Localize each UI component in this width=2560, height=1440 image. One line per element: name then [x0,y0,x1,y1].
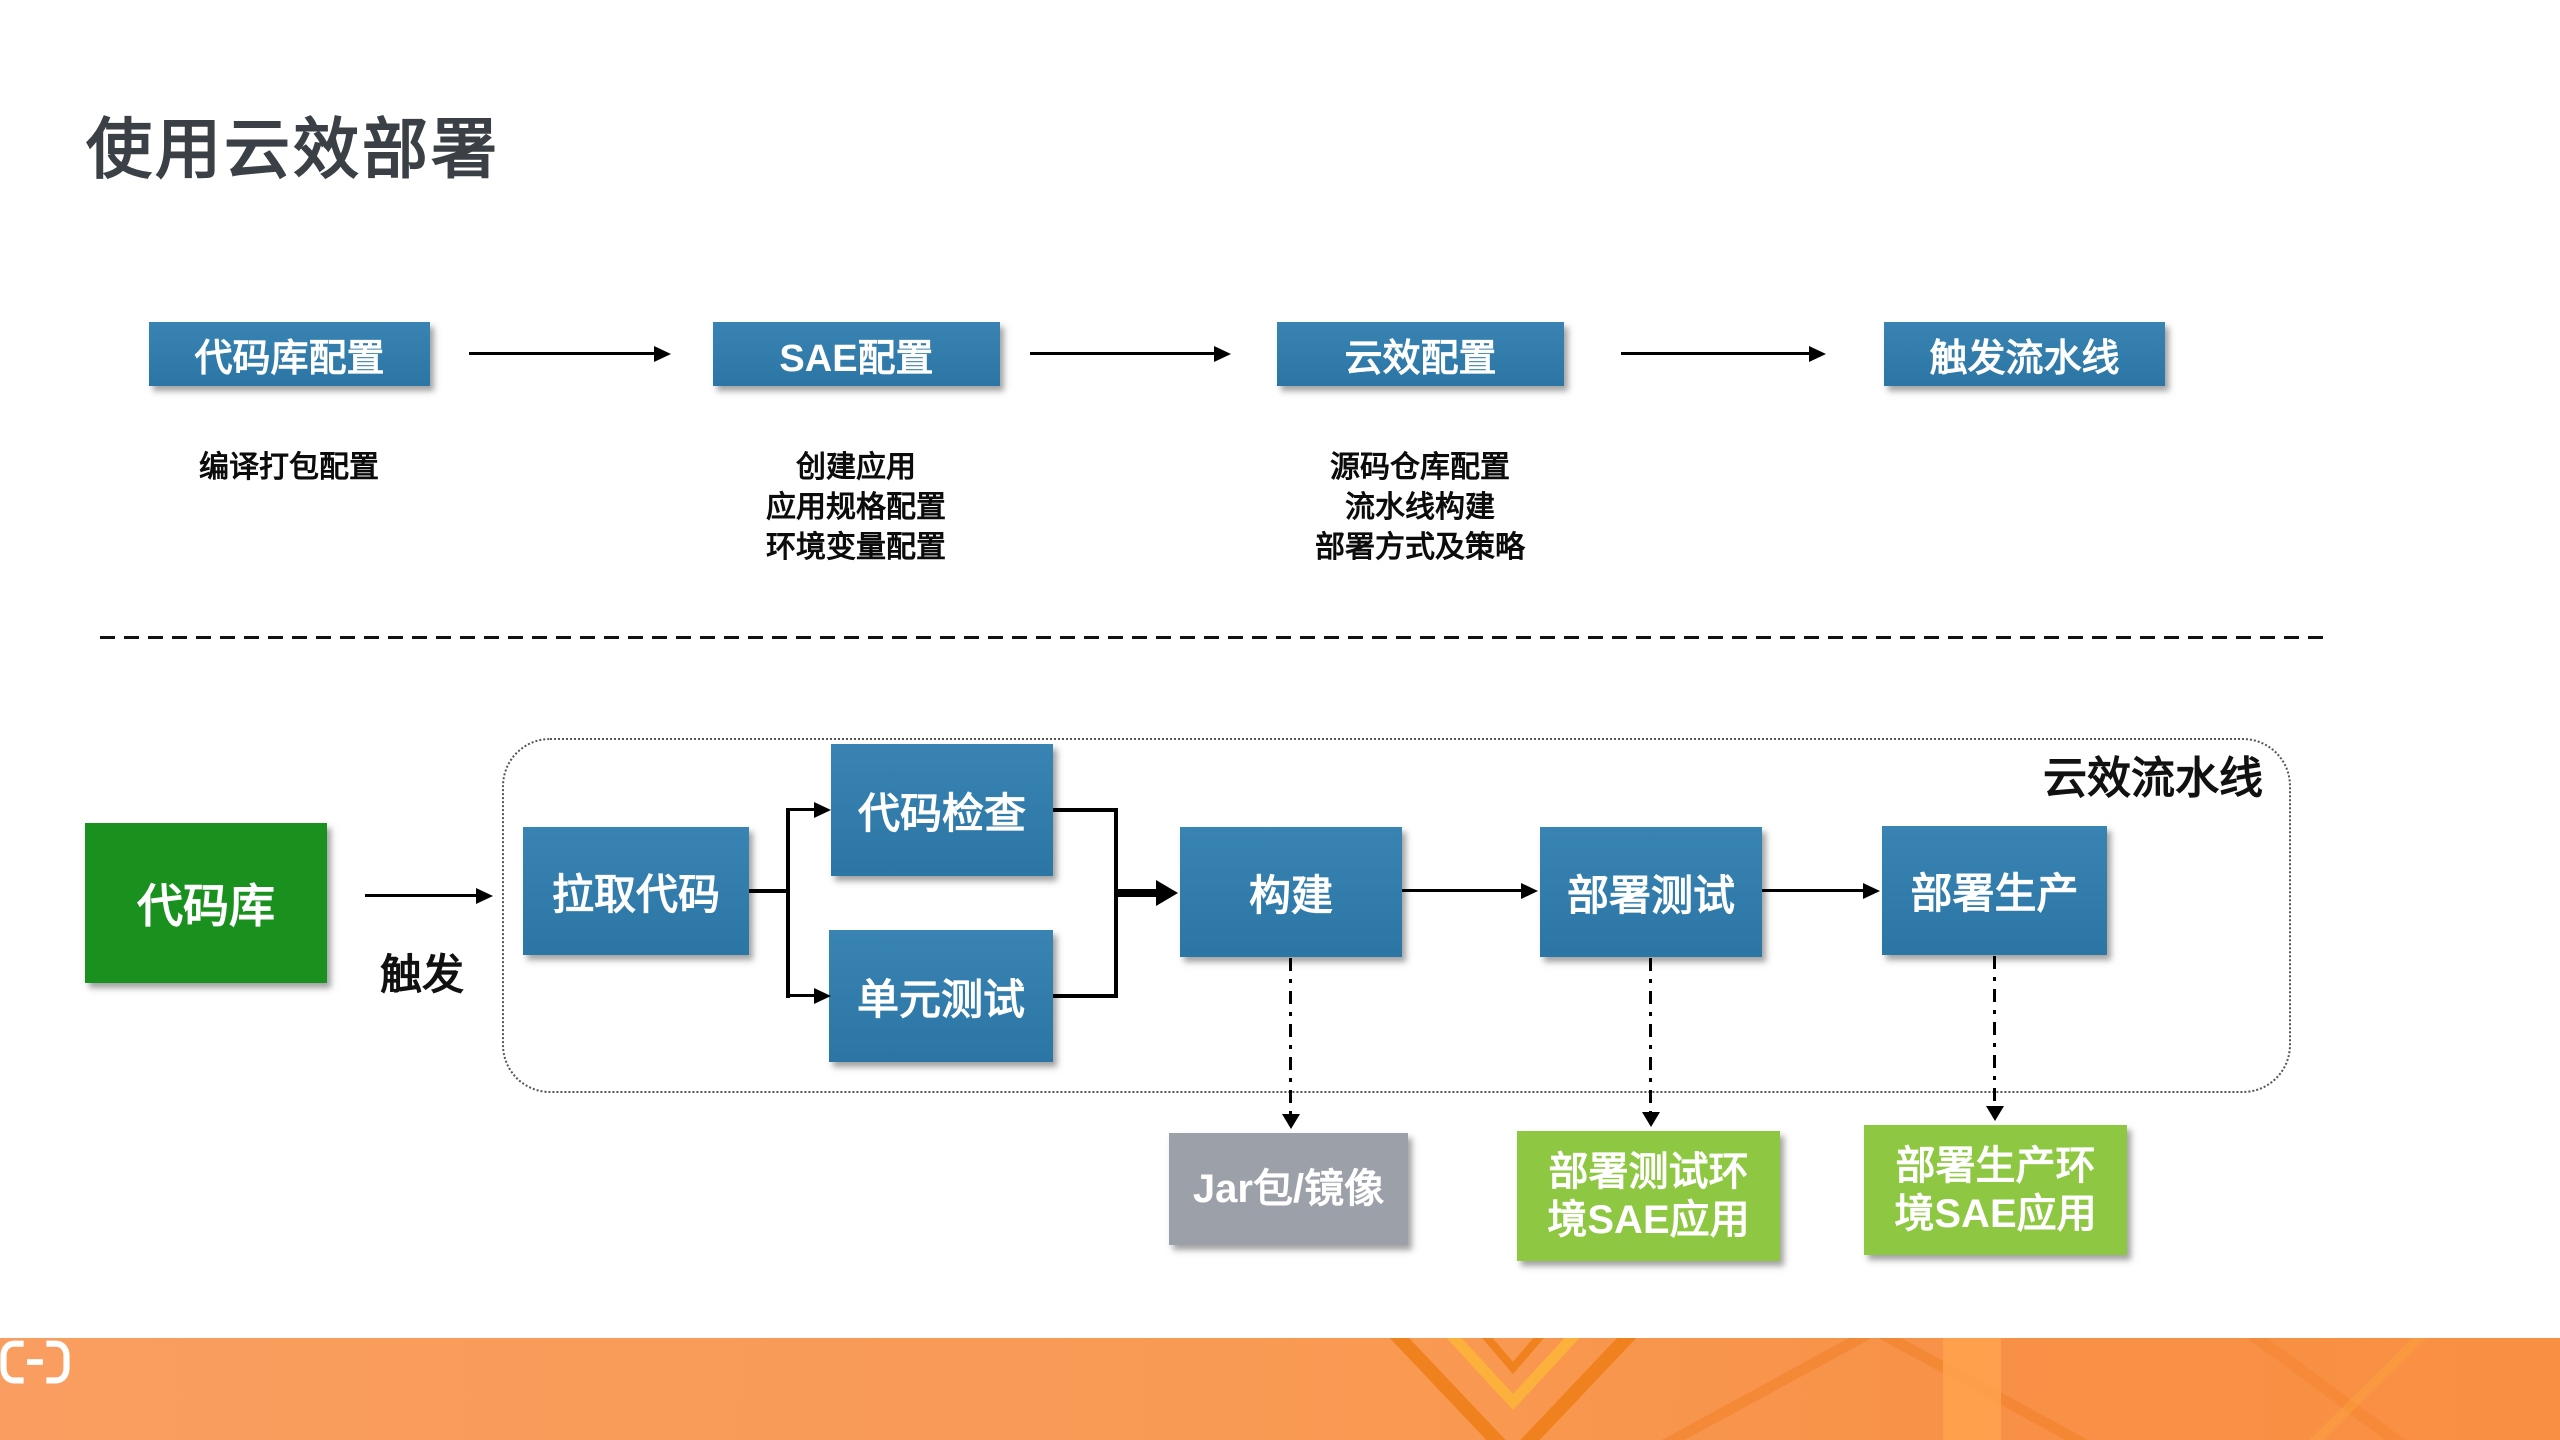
note-line: 创建应用 [796,451,916,484]
arrow-build-to-deploy-test [1402,889,1522,892]
stage-deploy-test: 部署测试 [1540,827,1762,957]
stage-pull-code-label: 拉取代码 [551,870,720,918]
arrow-to-code-check [787,808,815,811]
note-line: 部署方式及策略 [1315,531,1525,564]
config-step-sae: SAE配置 [713,322,1000,386]
config-step-repo: 代码库配置 [149,322,430,386]
page-title: 使用云效部署 [86,112,500,186]
connector-split-stub [749,889,789,893]
arrow-config-2 [1030,352,1215,355]
arrow-config-1 [469,352,655,355]
connector-merge-top [1053,808,1118,812]
source-repo-box: 代码库 [85,823,327,983]
footer-chevron-decoration [1389,1338,2427,1440]
note-line: 环境变量配置 [766,531,946,564]
notes-yunxiao: 源码仓库配置 流水线构建 部署方式及策略 [1260,448,1580,568]
connector-split-vertical [786,808,790,998]
dashed-separator [100,636,2330,639]
output-prod-env-line1: 部署生产环 [1895,1144,2096,1188]
config-step-repo-label: 代码库配置 [194,337,385,380]
config-step-yunxiao: 云效配置 [1277,322,1564,386]
pipeline-container-label: 云效流水线 [2043,754,2263,803]
output-artifact-label: Jar包/镜像 [1192,1167,1385,1211]
arrow-deploy-test-output [1649,958,1652,1114]
note-line: 源码仓库配置 [1330,451,1510,484]
arrow-trigger [365,894,477,897]
pipeline-container [502,738,2291,1093]
connector-merge-vertical [1114,808,1118,998]
footer-bar: 阿里云 [0,1338,2560,1440]
output-test-env-line2: 境SAE应用 [1547,1198,1750,1242]
stage-build: 构建 [1180,827,1402,957]
arrow-deploy-prod-output [1993,956,1996,1108]
output-artifact-box: Jar包/镜像 [1169,1133,1408,1245]
connector-merge-bottom [1053,994,1118,998]
note-line: 编译打包配置 [199,451,379,484]
config-step-trigger: 触发流水线 [1884,322,2165,386]
stage-unit-test: 单元测试 [829,930,1053,1062]
output-test-env-box: 部署测试环 境SAE应用 [1517,1131,1780,1261]
stage-deploy-test-label: 部署测试 [1566,871,1735,919]
stage-deploy-prod: 部署生产 [1882,826,2107,955]
arrow-build-output [1289,958,1292,1116]
config-step-trigger-label: 触发流水线 [1929,337,2120,380]
output-test-env-line1: 部署测试环 [1548,1150,1749,1194]
output-prod-env-box: 部署生产环 境SAE应用 [1864,1125,2127,1255]
note-line: 应用规格配置 [766,491,946,524]
stage-code-check-label: 代码检查 [857,789,1026,837]
stage-code-check: 代码检查 [831,744,1053,876]
arrow-to-build [1116,889,1158,897]
output-prod-env-line2: 境SAE应用 [1894,1192,2097,1236]
stage-deploy-prod-label: 部署生产 [1910,870,2079,917]
source-repo-label: 代码库 [137,880,275,932]
alibaba-cloud-logo-icon [0,1340,70,1384]
stage-build-label: 构建 [1248,871,1333,919]
arrow-config-3 [1621,352,1810,355]
trigger-label: 触发 [380,951,465,998]
config-step-yunxiao-label: 云效配置 [1344,337,1497,380]
config-step-sae-label: SAE配置 [779,337,934,380]
stage-unit-test-label: 单元测试 [856,975,1025,1023]
note-line: 流水线构建 [1345,491,1495,524]
notes-repo: 编译打包配置 [129,448,449,488]
stage-pull-code: 拉取代码 [523,827,749,955]
notes-sae: 创建应用 应用规格配置 环境变量配置 [696,448,1016,568]
arrow-to-unit-test [787,994,815,997]
arrow-deploy-test-to-prod [1762,889,1864,892]
